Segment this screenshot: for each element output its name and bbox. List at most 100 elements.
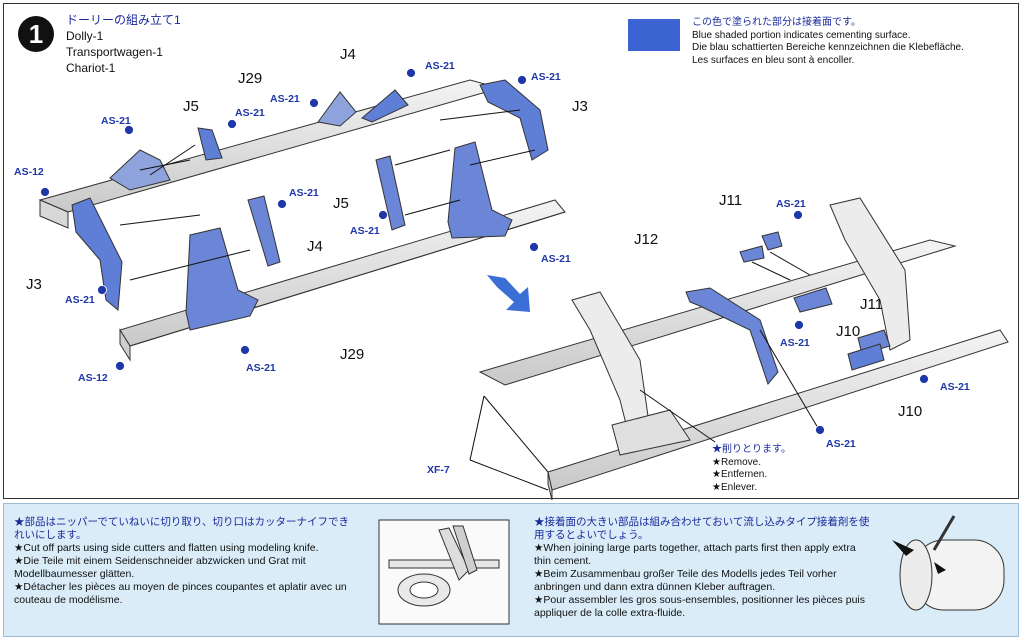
legend-en: Blue shaded portion indicates cementing … (692, 29, 911, 41)
cement-dot (40, 187, 50, 197)
label-j29-bottom: J29 (340, 346, 365, 363)
step-title-jp: ドーリーの組み立て1 (66, 13, 181, 27)
remove-jp: ★削りとります。 (712, 444, 791, 455)
cement-label: AS-21 (826, 438, 856, 450)
cement-label: AS-21 (776, 198, 806, 210)
remove-de: ★Entfernen. (712, 469, 768, 480)
part-j12 (685, 287, 779, 386)
tip-cementing: ★接着面の大きい部品は組み合わせておいて流し込みタイプ接着剤を使用するとよいでし… (534, 516, 874, 620)
label-j10-bottom: J10 (898, 403, 923, 420)
legend-jp: この色で塗られた部分は接着面です。 (692, 17, 861, 28)
cement-brush (932, 515, 956, 551)
progress-arrow (487, 275, 530, 312)
remove-notes: ★削りとります。 ★Remove. ★Entfernen. ★Enlever. (712, 444, 791, 494)
tip-cutting-en: ★Cut off parts using side cutters and fl… (14, 542, 319, 554)
part-j5-left (197, 127, 223, 161)
frame-right (829, 197, 911, 351)
cement-label: AS-21 (101, 115, 131, 127)
label-j11-top: J11 (719, 192, 743, 209)
remove-fr: ★Enlever. (712, 481, 758, 493)
paint-label: XF-7 (427, 464, 450, 476)
part-j10-top (793, 287, 833, 313)
cement-label: AS-21 (350, 225, 380, 237)
cement-label: AS-12 (78, 372, 108, 384)
sprue-cutting-illustration (378, 519, 510, 625)
tip-cutting-jp: ★部品はニッパーでていねいに切り取り、切り口はカッターナイフできれいにします。 (14, 516, 349, 541)
step-number-badge: 1 (18, 16, 54, 52)
cement-label: AS-21 (270, 93, 300, 105)
cement-dot (815, 425, 825, 435)
cement-dot (793, 210, 803, 220)
tip-cementing-fr: ★Pour assembler les gros sous-ensembles,… (534, 594, 865, 619)
tip-cementing-en: ★When joining large parts together, atta… (534, 542, 856, 567)
cement-dot (97, 285, 107, 295)
right-dolly-assembly (469, 197, 1009, 500)
cement-dot (227, 119, 237, 129)
part-j10-bottom (847, 343, 885, 371)
tip-cementing-de: ★Beim Zusammenbau großer Teile des Model… (534, 568, 837, 593)
label-j4-right: J4 (307, 238, 323, 255)
cement-label: AS-12 (14, 166, 44, 178)
cement-legend: この色で塗られた部分は接着面です。 Blue shaded portion in… (692, 17, 964, 67)
cement-dot (406, 68, 416, 78)
cement-dot (517, 75, 527, 85)
cement-dot (529, 242, 539, 252)
cement-label: AS-21 (940, 381, 970, 393)
cement-markers (40, 68, 929, 435)
part-j4-top (317, 91, 357, 127)
cement-drop-arrow (934, 562, 946, 574)
part-j11-top (761, 231, 783, 251)
part-j5-right (375, 155, 406, 231)
legend-fr: Les surfaces en bleu sont à encoller. (692, 54, 855, 66)
stand-left (185, 227, 259, 331)
label-j12: J12 (634, 231, 659, 248)
cement-label: AS-21 (425, 60, 455, 72)
sprue-runner (388, 559, 500, 569)
step-title-en: Dolly-1 (66, 29, 104, 43)
cement-dot (277, 199, 287, 209)
cement-dot (919, 374, 929, 384)
cement-label: AS-21 (541, 253, 571, 265)
cement-dot (124, 125, 134, 135)
cement-dot (309, 98, 319, 108)
cement-label: AS-21 (289, 187, 319, 199)
tip-cutting-de: ★Die Teile mit einem Seidenschneider abz… (14, 555, 306, 580)
tip-cementing-jp: ★接着面の大きい部品は組み合わせておいて流し込みタイプ接着剤を使用するとよいでし… (534, 516, 870, 541)
assembly-diagram (38, 68, 1009, 500)
tips-panel: ★部品はニッパーでていねいに切り取り、切り口はカッターナイフできれいにします。 … (3, 503, 1019, 637)
part-j3-left (71, 197, 123, 311)
cement-dot (794, 320, 804, 330)
tube-end (899, 539, 933, 611)
label-j4-top: J4 (340, 46, 356, 63)
label-j11-bottom: J11 (860, 296, 884, 313)
cement-label: AS-21 (235, 107, 265, 119)
stand-right (447, 141, 513, 239)
left-dolly-assembly (38, 79, 566, 362)
label-j5-left: J5 (183, 98, 199, 115)
label-j10-top: J10 (836, 323, 861, 340)
tip-cutting: ★部品はニッパーでていねいに切り取り、切り口はカッターナイフできれいにします。 … (14, 516, 359, 607)
step-title: ドーリーの組み立て1 Dolly-1 Transportwagen-1 Char… (66, 12, 181, 76)
cement-color-swatch (628, 19, 680, 51)
step-title-de: Transportwagen-1 (66, 45, 163, 59)
label-j29-top: J29 (238, 70, 263, 87)
cement-dot (240, 345, 250, 355)
cement-label: AS-21 (246, 362, 276, 374)
sprue-part-inner (409, 581, 439, 599)
label-j3-right: J3 (572, 98, 588, 115)
cement-label: AS-21 (780, 337, 810, 349)
part-j4-right (247, 195, 281, 267)
legend-de: Die blau schattierten Bereiche kennzeich… (692, 42, 964, 53)
cement-direction-arrow (892, 540, 914, 556)
cement-dot (378, 210, 388, 220)
label-j5-right: J5 (333, 195, 349, 212)
cement-dot (115, 361, 125, 371)
tip-cutting-fr: ★Détacher les pièces au moyen de pinces … (14, 581, 347, 606)
thin-cement-illustration (892, 515, 1005, 611)
label-j3-left: J3 (26, 276, 42, 293)
cement-label: AS-21 (531, 71, 561, 83)
cement-label: AS-21 (65, 294, 95, 306)
remove-en: ★Remove. (712, 456, 761, 468)
part-j3-right (479, 79, 549, 161)
step-title-fr: Chariot-1 (66, 61, 116, 75)
